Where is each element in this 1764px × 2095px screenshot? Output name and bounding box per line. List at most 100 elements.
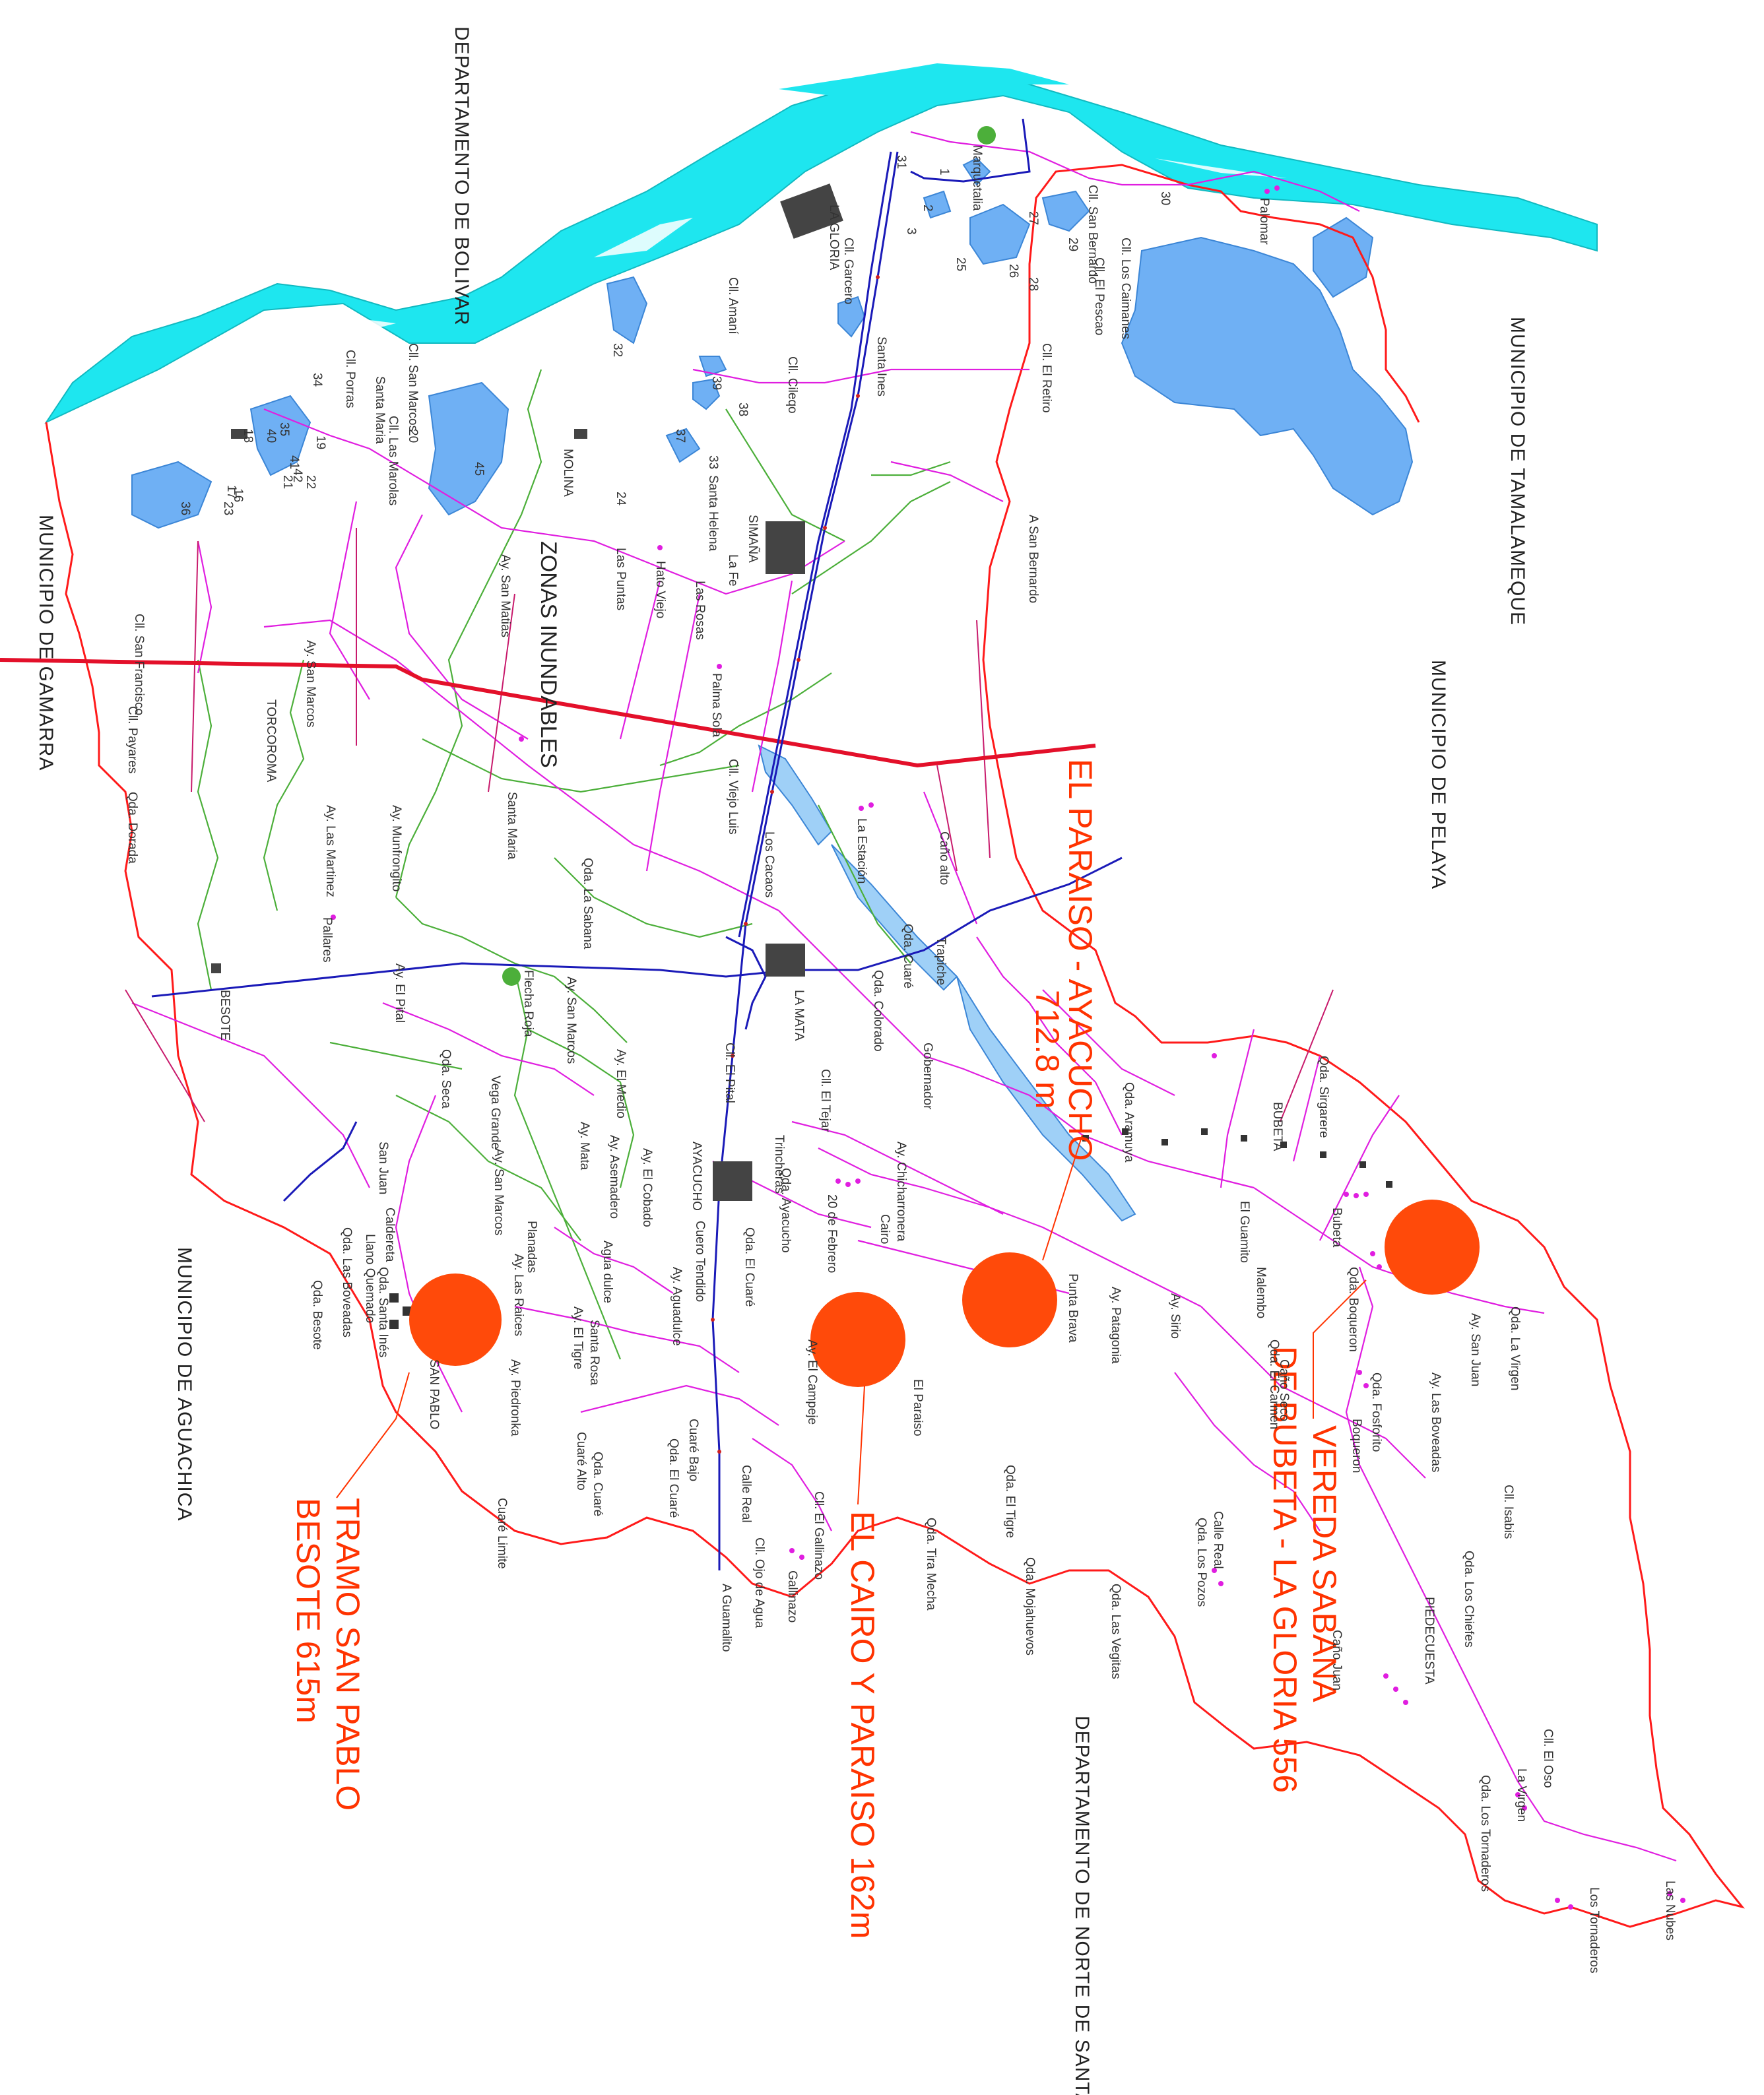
lake-number: 33 [706,455,720,469]
lake-number: 24 [614,492,628,506]
road-cll-los-caimanes: Cll. Los Caimanes [1119,238,1132,339]
road-cll-cileqo: Cll. Cileqo [785,356,799,414]
road-qda-ayacucho: Qda. Ayacucho [779,1168,793,1253]
place-calle-real-e: Calle Real [1211,1511,1225,1569]
project-sites [409,1200,1480,1387]
road-cll-el-pescao: Cll. El Pescao [1092,257,1106,335]
road-cll-san-marcos-n: Cll. San Marcos [406,343,420,432]
road-ay-san-marcos-c: Ay. San Marcos [564,977,578,1064]
lake-number: 21 [280,475,294,489]
place-bubeta: Bubeta [1330,1208,1344,1248]
lake-number: 36 [178,501,192,515]
place-pallares: Pallares [320,917,334,963]
road-ay-san-marcos-w: Ay. San Marcos [304,640,317,727]
place-cairo: Cairo [878,1214,892,1244]
place-cano-juan: Caño Juan [1330,1630,1344,1691]
lake-number: 1 [937,168,951,176]
road-ay-san-juan: Ay. San Juan [1468,1313,1482,1386]
place-san-juan-w: San Juan [376,1142,390,1194]
label-san-pablo-1: TRAMO SAN PABLO [329,1498,366,1811]
label-zonas-inundables: ZONAS INUNDABLES [536,541,561,768]
site-cairo [810,1292,905,1387]
town-torcoroma: TORCOROMA [264,699,278,783]
road-qda-cuare: Qda. Cuaré [901,924,915,988]
road-qda-la-virgen: Qda. La Virgen [1508,1306,1522,1390]
place-las-rosas: Las Rosas [693,581,707,640]
road-qda-seca: Qda. Seca [439,1049,453,1109]
road-qda-los-pozos: Qda. Los Pozos [1194,1518,1208,1607]
label-tamalameque: MUNICIPIO DE TAMALAMEQUE [1507,317,1528,626]
place-agua-dulce: Agua dulce [601,1241,614,1303]
power-lines [125,528,1334,1122]
road-ay-el-cobado: Ay. El Cobado [640,1148,654,1227]
road-qda-sirgarere: Qda. Sirgarere [1317,1056,1330,1138]
lake-number: 29 [1066,238,1080,251]
place-boqueron: Boqueron [1350,1419,1363,1473]
lakes [131,157,1414,1222]
lake-number: 23 [221,501,235,515]
road-cll-el-tejar: Cll. El Tejar [818,1069,832,1132]
place-santa-ines: Santa Ines [874,337,888,397]
pointer-lines [336,1134,1367,1505]
place-bubeta-up: BUBETA [1270,1102,1284,1151]
road-cll-garcero: Cll. Garcero [841,238,855,304]
lake-number: 35 [277,422,291,436]
town-ayacucho: AYACUCHO [690,1142,703,1211]
road-cll-ojo-de-agua: Cll. Ojo de Agua [752,1537,766,1628]
road-ay-las-boveadas: Ay. Las Boveadas [1429,1372,1443,1472]
road-cll-payares: Cll. Payares [125,706,139,773]
road-cll-san-francisco: Cll. San Francisco [132,614,146,715]
road-qda-aramuya: Qda. Aramuya [1122,1082,1136,1163]
river-magdalena [44,63,1598,424]
place-la-estacion: La Estación [855,818,868,884]
place-trincheras: Trincheras [772,1135,786,1194]
lake-number: 45 [472,462,486,476]
lake-number: 42 [290,468,304,482]
road-cll-porras: Cll. Porras [343,350,357,408]
town-simana: SIMAÑA [746,515,760,563]
road-ay-mata: Ay. Mata [577,1122,591,1171]
road-ay-patagonia: Ay. Patagonia [1109,1287,1123,1364]
place-cuare-limite: Cuaré Limite [495,1498,509,1569]
place-malembo: Malembo [1254,1267,1268,1318]
place-santa-maria-c: Santa Maria [505,792,519,860]
road-cll-el-pital: Cll. El Pital [723,1043,736,1103]
place-planadas: Planadas [525,1221,539,1273]
settlement-dots [331,185,1685,1910]
place-el-guamito: El Guamito [1237,1201,1251,1263]
lake-number: 22 [304,475,317,489]
road-cll-amani: Cll. Amaní [726,277,740,335]
place-los-tornaderos: Los Tornaderos [1587,1887,1601,1974]
road-cll-el-gallinazo: Cll. El Gallinazo [812,1491,826,1580]
town-la-mata: LA MATA [792,990,806,1041]
place-santa-rosa: Santa Rosa [587,1320,601,1386]
place-santa-helena: Santa Helena [706,475,720,552]
road-labels: Cll. San Bernardo Cll. Los Caimanes Cll.… [125,185,1555,1892]
lake-number: 40 [264,429,278,443]
place-calle-real-c: Calle Real [739,1465,753,1523]
road-qda-los-chiefes: Qda. Los Chiefes [1462,1551,1476,1648]
town-labels: LA GLORIA SIMAÑA LA MATA AYACUCHO MOLINA… [218,205,841,1211]
black-markers [389,1128,1392,1329]
lake-number: 30 [1158,191,1172,205]
place-flecha-roja: Flecha Roja [521,970,535,1037]
road-cll-el-retiro: Cll. El Retiro [1039,343,1053,413]
place-vega-grande: Vega Grande [488,1076,502,1149]
place-gallinazo: Gallinazo [785,1570,799,1623]
place-cuare-alto: Cuaré Alto [574,1432,588,1491]
place-labels: Marquetalia Palomar Santa Ines Santa Mar… [320,145,1677,1974]
label-aguachica: MUNICIPIO DE AGUACHICA [174,1247,195,1521]
place-cuero-tendido: Cuero Tendido [693,1221,707,1302]
road-qda-cuare-s: Qda. Cuaré [591,1452,604,1516]
label-norte-santander: DEPARTAMENTO DE NORTE DE SANTANDER [1071,1716,1093,2095]
lake-number: 26 [1006,264,1020,278]
place-caldereta: Caldereta [383,1208,397,1262]
lake-number: 31 [894,155,908,169]
place-a-guamalito: A Guamalito [719,1584,733,1652]
road-qda-santa-ines: Qda. Santa Inés [376,1267,390,1357]
site-san-pablo [409,1273,502,1366]
road-qda-el-carmen: Qda. El Carmen [1267,1339,1281,1429]
road-ay-el-pital: Ay. El Pital [393,963,407,1023]
place-gobernador: Gobernador [921,1043,934,1110]
